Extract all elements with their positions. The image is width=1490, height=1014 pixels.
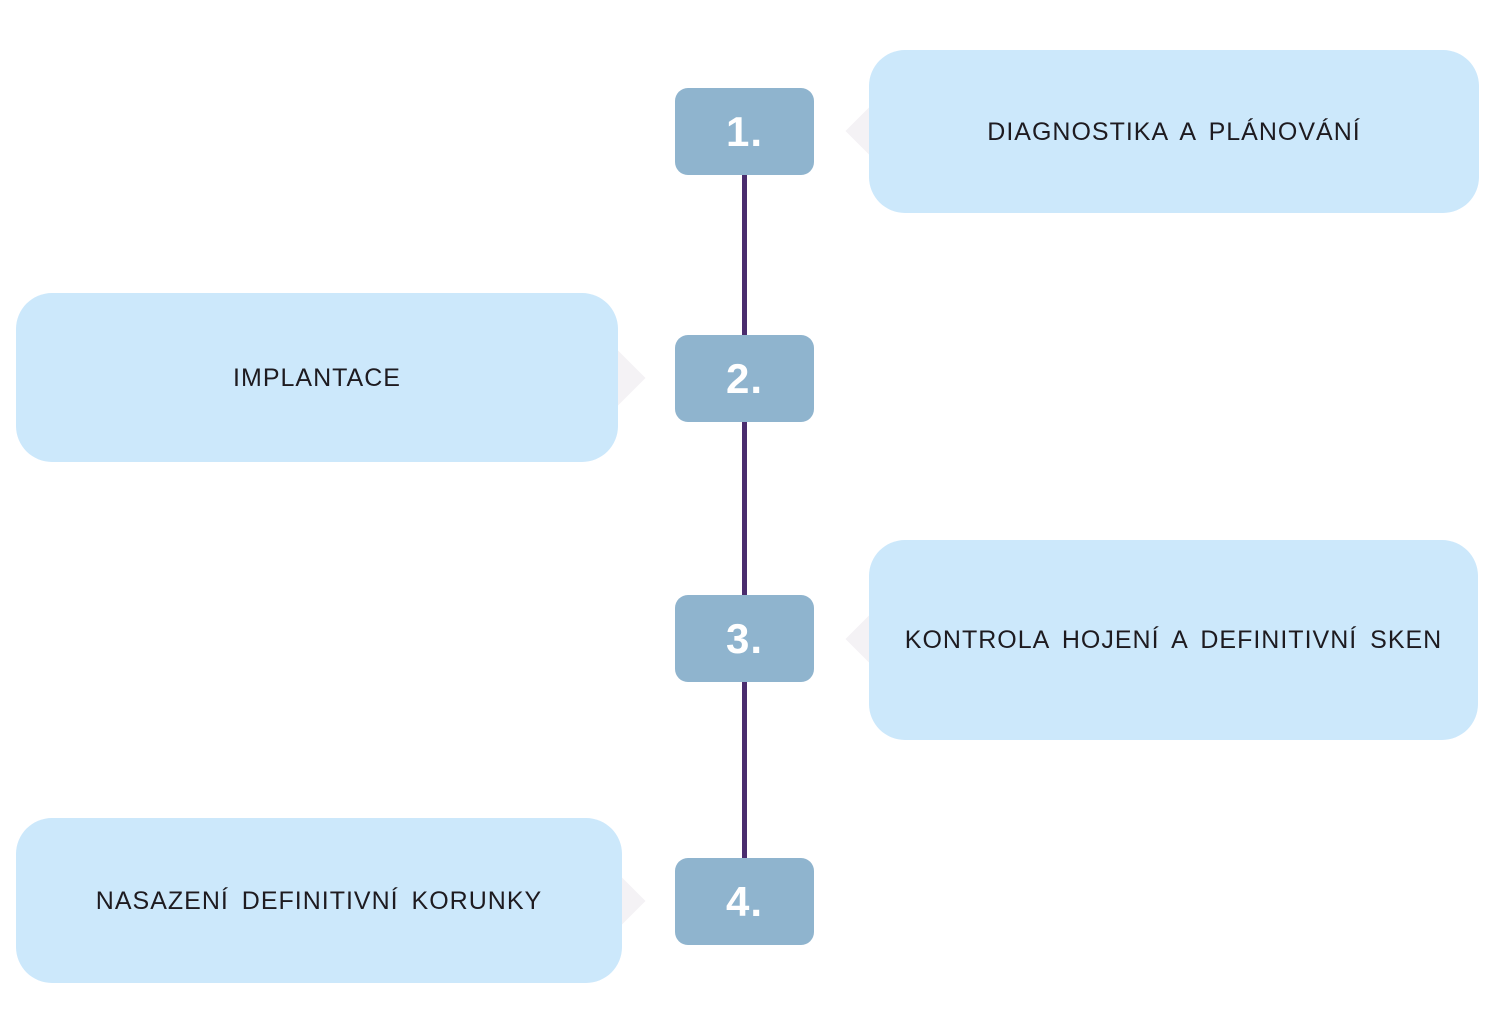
step-4-number: 4. [725,877,764,925]
step-2-number: 2. [725,354,764,402]
step-3-bubble: KONTROLA HOJENÍ A DEFINITIVNÍ SKEN [869,540,1478,740]
timeline-connector-line [742,172,747,864]
step-1-label: DIAGNOSTIKA A PLÁNOVÁNÍ [987,117,1361,146]
step-3-number: 3. [725,614,764,662]
step-2-bubble: IMPLANTACE [16,293,618,462]
step-3-label: KONTROLA HOJENÍ A DEFINITIVNÍ SKEN [904,626,1443,654]
step-1-bubble: DIAGNOSTIKA A PLÁNOVÁNÍ [869,50,1479,213]
step-3-number-box: 3. [675,595,814,682]
step-4-label: NASAZENÍ DEFINITIVNÍ KORUNKY [95,886,543,915]
step-1-number: 1. [725,107,764,155]
step-2-label: IMPLANTACE [233,363,401,392]
step-1-number-box: 1. [675,88,814,175]
step-2-number-box: 2. [675,335,814,422]
step-4-bubble: NASAZENÍ DEFINITIVNÍ KORUNKY [16,818,622,983]
step-4-number-box: 4. [675,858,814,945]
